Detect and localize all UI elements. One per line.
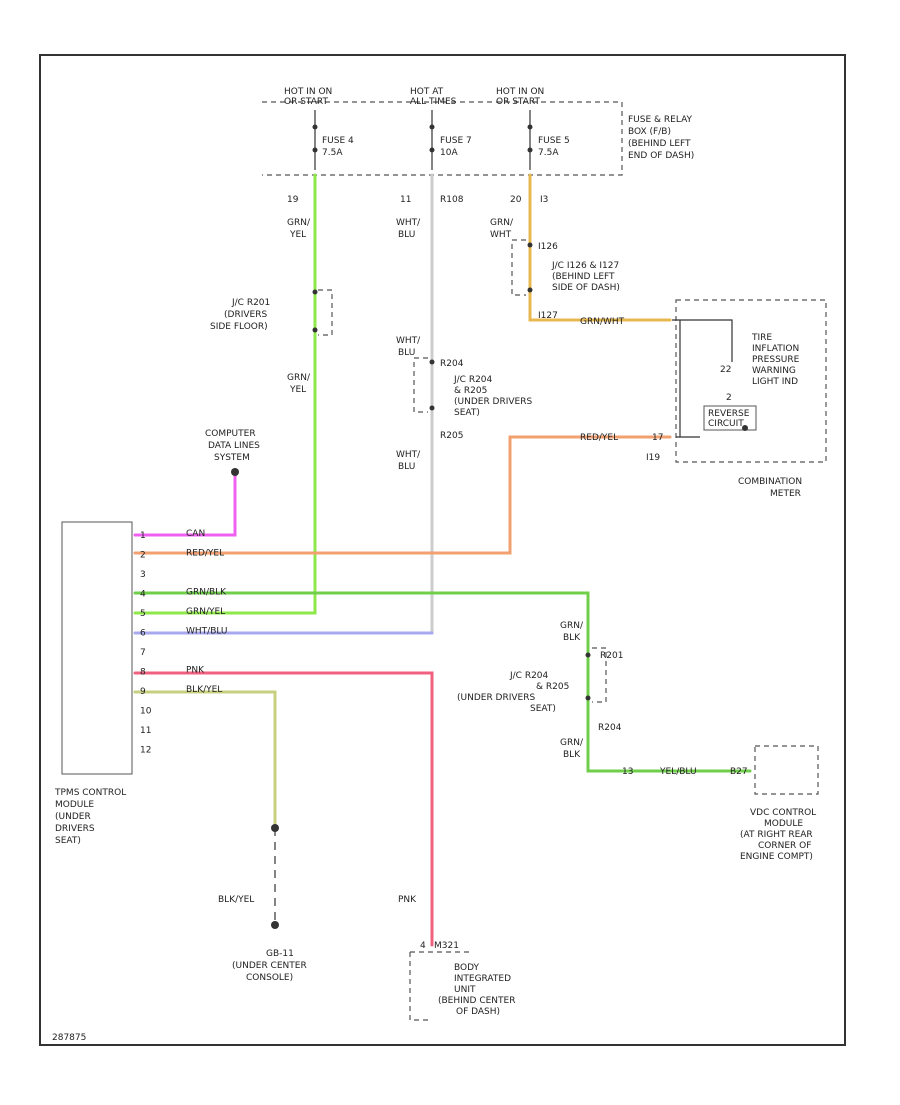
- conn-i3: I3: [540, 195, 548, 205]
- tpms-pin-4: 4: [140, 590, 146, 600]
- svg-text:R201: R201: [600, 651, 623, 661]
- mid-wire-label-1: WHT/BLU: [396, 218, 421, 240]
- tpms-pin-wire-label: WHT/BLU: [186, 627, 228, 637]
- left-wire-label-2: GRN/YEL: [287, 373, 311, 395]
- tpms-pin-8: 8: [140, 668, 146, 678]
- jc-r204-vdc: GRN/BLK R201 J/C R204& R205(UNDER DRIVER…: [457, 621, 748, 777]
- svg-text:17: 17: [652, 433, 663, 443]
- svg-text:4: 4: [420, 941, 426, 951]
- svg-text:M321: M321: [434, 941, 459, 951]
- svg-text:I126: I126: [538, 242, 558, 252]
- svg-text:YEL/BLU: YEL/BLU: [659, 767, 697, 777]
- svg-text:R204: R204: [598, 723, 622, 733]
- svg-text:PNK: PNK: [398, 895, 417, 905]
- svg-text:FUSE 47.5A: FUSE 47.5A: [322, 136, 354, 158]
- pin-20: 20: [510, 195, 522, 205]
- tpms-pin-list: 1 CAN 2 RED/YEL 3 4 GRN/BLK 5 GRN/YEL 6 WHT/BLU 7 8 P…: [140, 529, 228, 756]
- tpms-pin-wire-label: CAN: [186, 529, 205, 539]
- svg-text:22: 22: [720, 365, 731, 375]
- diagram-frame: [39, 54, 846, 1046]
- svg-text:I127: I127: [538, 311, 558, 321]
- svg-text:GRN/BLK: GRN/BLK: [560, 621, 584, 643]
- right-wire-label-1: GRN/WHT: [490, 218, 514, 240]
- tpms-pin-2: 2: [140, 551, 146, 561]
- tpms-pin-wire-label: GRN/BLK: [186, 588, 227, 598]
- conn-r108: R108: [440, 195, 464, 205]
- tpms-pin-12: 12: [140, 746, 151, 756]
- pin-11: 11: [400, 195, 411, 205]
- footer-code: 287875: [52, 1033, 86, 1043]
- wire-can: [133, 473, 237, 537]
- svg-text:FUSE 57.5A: FUSE 57.5A: [538, 136, 570, 158]
- wire-red-yel: [133, 435, 672, 555]
- svg-text:B27: B27: [730, 767, 748, 777]
- tpms-pin-wire-label: GRN/YEL: [186, 607, 225, 617]
- svg-text:13: 13: [622, 767, 633, 777]
- tpms-pin-11: 11: [140, 726, 151, 736]
- svg-text:BLK/YEL: BLK/YEL: [218, 895, 254, 905]
- wire-grn-blk: [133, 591, 752, 773]
- svg-text:R204: R204: [440, 359, 464, 369]
- pin-19: 19: [287, 195, 299, 205]
- svg-text:2: 2: [726, 393, 732, 403]
- tpms-pin-wire-label: BLK/YEL: [186, 685, 222, 695]
- mid-wire-label-3: WHT/BLU: [396, 450, 421, 472]
- tpms-pin-7: 7: [140, 648, 146, 658]
- tpms-pin-6: 6: [140, 629, 146, 639]
- left-wire-label-1: GRN/YEL: [287, 218, 311, 240]
- svg-text:R205: R205: [440, 431, 463, 441]
- wire-blk-yel: [133, 690, 277, 830]
- wire-grn-wht: [528, 173, 672, 322]
- right-wire-label-2: GRN/WHT: [580, 317, 625, 327]
- tpms-pin-3: 3: [140, 570, 146, 580]
- tpms-pin-wire-label: RED/YEL: [186, 549, 224, 559]
- wire-pnk: [133, 671, 434, 947]
- svg-text:I19: I19: [646, 453, 660, 463]
- tpms-pin-wire-label: PNK: [186, 666, 205, 676]
- tpms-pin-10: 10: [140, 707, 152, 717]
- tpms-pin-9: 9: [140, 687, 146, 697]
- mid-wire-label-2: WHT/BLU: [396, 336, 421, 358]
- tpms-pin-5: 5: [140, 609, 146, 619]
- tpms-pin-1: 1: [140, 531, 146, 541]
- fuse-box-outline: [262, 101, 623, 176]
- svg-text:RED/YEL: RED/YEL: [580, 433, 618, 443]
- svg-text:GRN/BLK: GRN/BLK: [560, 738, 584, 760]
- wire-grn-yel: [133, 173, 317, 615]
